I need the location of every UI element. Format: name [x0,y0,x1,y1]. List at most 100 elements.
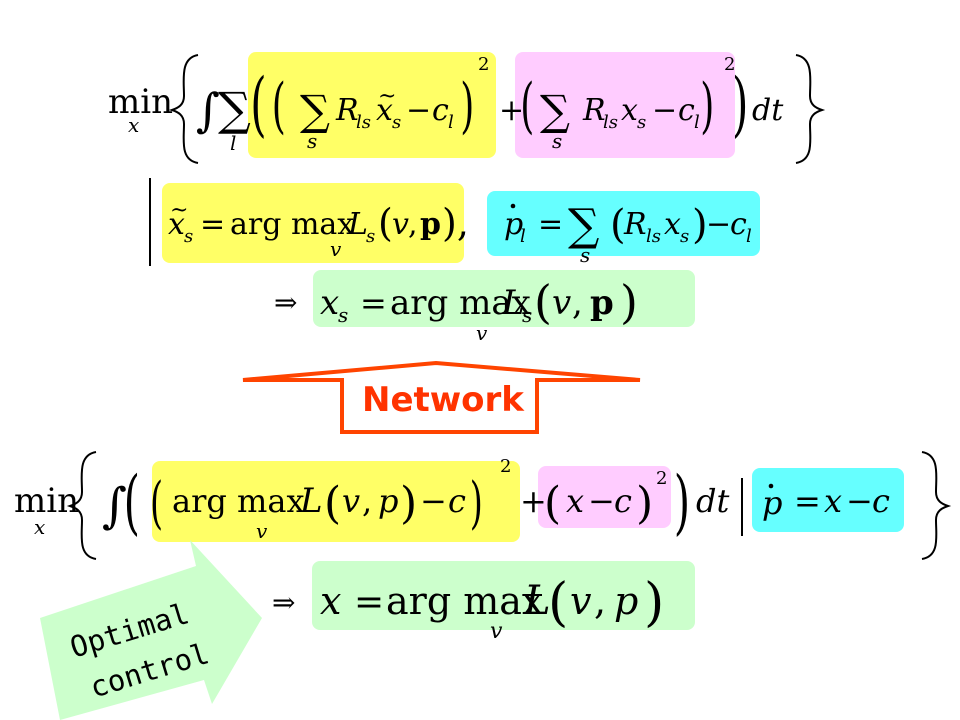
svg-text:(: ( [534,275,552,329]
svg-text:∑: ∑ [568,200,599,251]
svg-text:,: , [594,579,606,623]
svg-text:): ) [700,70,714,140]
svg-text:c: c [678,93,695,128]
bottom-constraint-box [752,468,904,532]
svg-text:arg max: arg max [230,207,354,242]
svg-text:p: p [614,579,638,623]
svg-text:v: v [330,237,342,261]
svg-text:): ) [620,275,638,329]
svg-text:L: L [501,283,525,323]
svg-text:s: s [580,243,590,267]
svg-text:ls: ls [356,112,371,133]
svg-text:min: min [108,82,173,122]
svg-text:x: x [566,482,584,520]
svg-text:): ) [470,470,483,535]
svg-text:∑: ∑ [300,86,330,135]
top-constraint-x: x ~ s = arg max v L s ( v , p ), [168,198,469,261]
svg-text:): ) [674,461,690,543]
svg-text:): ) [400,478,417,529]
svg-text:x: x [376,93,393,128]
svg-text:∑: ∑ [540,86,570,135]
network-arrow [242,360,641,434]
svg-text:s: s [392,112,401,133]
svg-text:R: R [582,93,606,128]
svg-text:~: ~ [378,84,396,109]
top-result: ⇒ x s = arg max v L s ( v , p ) [274,275,638,345]
svg-text:x: x [664,207,681,242]
top-constraint-p: p l = ∑ s ( R ls x s ) − c l [504,200,752,267]
svg-text:p: p [590,283,614,323]
svg-text:v: v [570,579,592,623]
svg-text:R: R [623,207,647,242]
svg-text:∫: ∫ [102,478,127,534]
svg-text:=: = [200,207,225,242]
svg-text:v: v [552,283,571,323]
svg-text:v: v [256,519,268,543]
bottom-objective-yellow-box [152,461,520,542]
svg-text:−: − [652,93,677,128]
svg-text:x: x [128,113,139,137]
svg-text:s: s [522,303,532,327]
svg-text:c: c [872,482,890,520]
svg-text:p: p [378,482,398,520]
svg-text:p: p [762,484,782,522]
optimal-control-arrow [40,540,262,720]
svg-text:p: p [420,207,441,242]
svg-text:arg max: arg max [386,579,543,623]
bottom-objective: min x ∫ ( ( arg max v L ( v , p ) − c ) … [14,451,743,560]
svg-text:v: v [490,619,503,644]
svg-text:(: ( [150,470,163,535]
svg-text:∑: ∑ [218,82,251,136]
svg-text:=: = [354,582,384,623]
bottom-result-box [312,561,695,630]
network-label: Network [362,380,524,420]
svg-text:l: l [746,226,752,247]
svg-text:x: x [168,207,185,242]
svg-text:x: x [320,579,341,623]
svg-text:l: l [694,112,700,133]
bottom-objective-pink-box [538,466,671,528]
svg-text:,: , [572,283,583,323]
svg-text:=: = [538,207,563,242]
svg-text:ls: ls [603,112,618,133]
svg-text:−: − [420,482,447,520]
svg-text:+: + [499,93,524,128]
svg-text:min: min [14,481,79,521]
svg-text:s: s [366,226,375,247]
svg-text:dt: dt [696,482,729,520]
svg-text:(: ( [548,573,568,633]
svg-text:2: 2 [478,54,489,75]
svg-text:(: ( [272,70,286,140]
svg-text:∫: ∫ [196,83,220,137]
svg-text:): ) [460,70,474,140]
svg-text:,: , [362,482,372,520]
svg-text:−: − [706,207,731,242]
bottom-constraint: p = x − c [762,451,952,560]
svg-text:s: s [680,226,689,247]
svg-text:c: c [614,482,632,520]
svg-text:x: x [34,515,45,539]
top-constraint-p-box [487,191,760,256]
svg-text:~: ~ [170,198,188,223]
svg-text:2: 2 [656,468,667,489]
svg-text:⇒: ⇒ [274,286,297,319]
bottom-result: ⇒ x = arg max v L ( v , p ) [272,573,664,644]
svg-text:ls: ls [646,226,661,247]
svg-text:=: = [360,284,387,322]
svg-text:L: L [523,578,551,624]
svg-text:R: R [335,93,359,128]
svg-text:): ) [732,63,748,145]
svg-text:x: x [824,482,842,520]
svg-text:L: L [347,207,368,242]
svg-text:,: , [408,207,418,242]
svg-text:arg max: arg max [390,283,531,323]
svg-text:(: ( [124,461,140,543]
svg-text:x: x [320,283,339,323]
svg-text:): ) [636,478,653,529]
svg-text:dt: dt [752,93,784,128]
svg-text:−: − [846,482,873,520]
svg-text:L: L [299,481,323,521]
svg-text:v: v [476,321,488,345]
svg-text:v: v [392,207,409,242]
